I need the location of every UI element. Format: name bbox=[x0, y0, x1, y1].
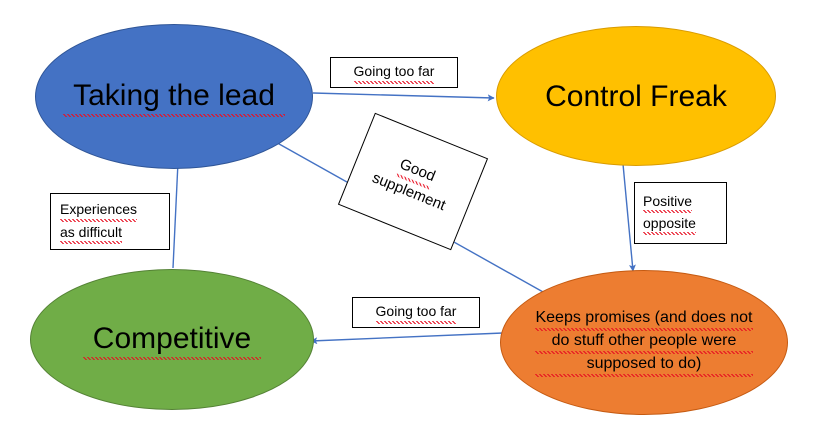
node-keeps-promises-label: Keeps promises (and does not do stuff ot… bbox=[525, 308, 762, 377]
node-control-freak-label: Control Freak bbox=[545, 79, 727, 113]
edge-label-going-too-far-bottom[interactable]: Going too far bbox=[352, 297, 480, 328]
node-taking-the-lead-label: Taking the lead bbox=[63, 76, 285, 117]
edge-label-going-too-far-top[interactable]: Going too far bbox=[330, 57, 458, 88]
node-keeps-promises-line-3: supposed to do) bbox=[535, 353, 753, 377]
arrow-keeps-promises-to-competitive bbox=[310, 332, 504, 345]
node-competitive-label: Competitive bbox=[82, 319, 262, 360]
edge-label-positive-opposite-line-2: opposite bbox=[643, 213, 696, 236]
node-taking-the-lead[interactable]: Taking the lead bbox=[35, 24, 313, 169]
edge-label-going-too-far-bottom-line-1: Going too far bbox=[375, 301, 457, 324]
node-control-freak[interactable]: Control Freak bbox=[496, 26, 776, 166]
edge-label-positive-opposite-line-1: Positive bbox=[643, 190, 693, 213]
edge-label-positive-opposite[interactable]: Positive opposite bbox=[634, 182, 727, 244]
edge-label-experiences-as-difficult[interactable]: Experiences as difficult bbox=[50, 193, 170, 250]
arrow-competitive-to-taking-the-lead bbox=[172, 161, 182, 269]
arrow-control-freak-to-keeps-promises bbox=[622, 163, 636, 272]
edge-label-going-too-far-top-line-1: Going too far bbox=[353, 61, 435, 84]
node-competitive[interactable]: Competitive bbox=[30, 269, 314, 410]
node-keeps-promises-line-2: do stuff other people were bbox=[535, 331, 753, 354]
edge-label-experiences-as-difficult-line-2: as difficult bbox=[60, 221, 122, 244]
node-keeps-promises-line-1: Keeps promises (and does not bbox=[535, 308, 753, 332]
edge-label-good-supplement[interactable]: Good supplement bbox=[337, 112, 489, 251]
edge-label-experiences-as-difficult-line-1: Experiences bbox=[60, 199, 138, 222]
node-keeps-promises[interactable]: Keeps promises (and does not do stuff ot… bbox=[500, 270, 788, 415]
arrow-taking-the-lead-to-control-freak bbox=[312, 92, 495, 102]
